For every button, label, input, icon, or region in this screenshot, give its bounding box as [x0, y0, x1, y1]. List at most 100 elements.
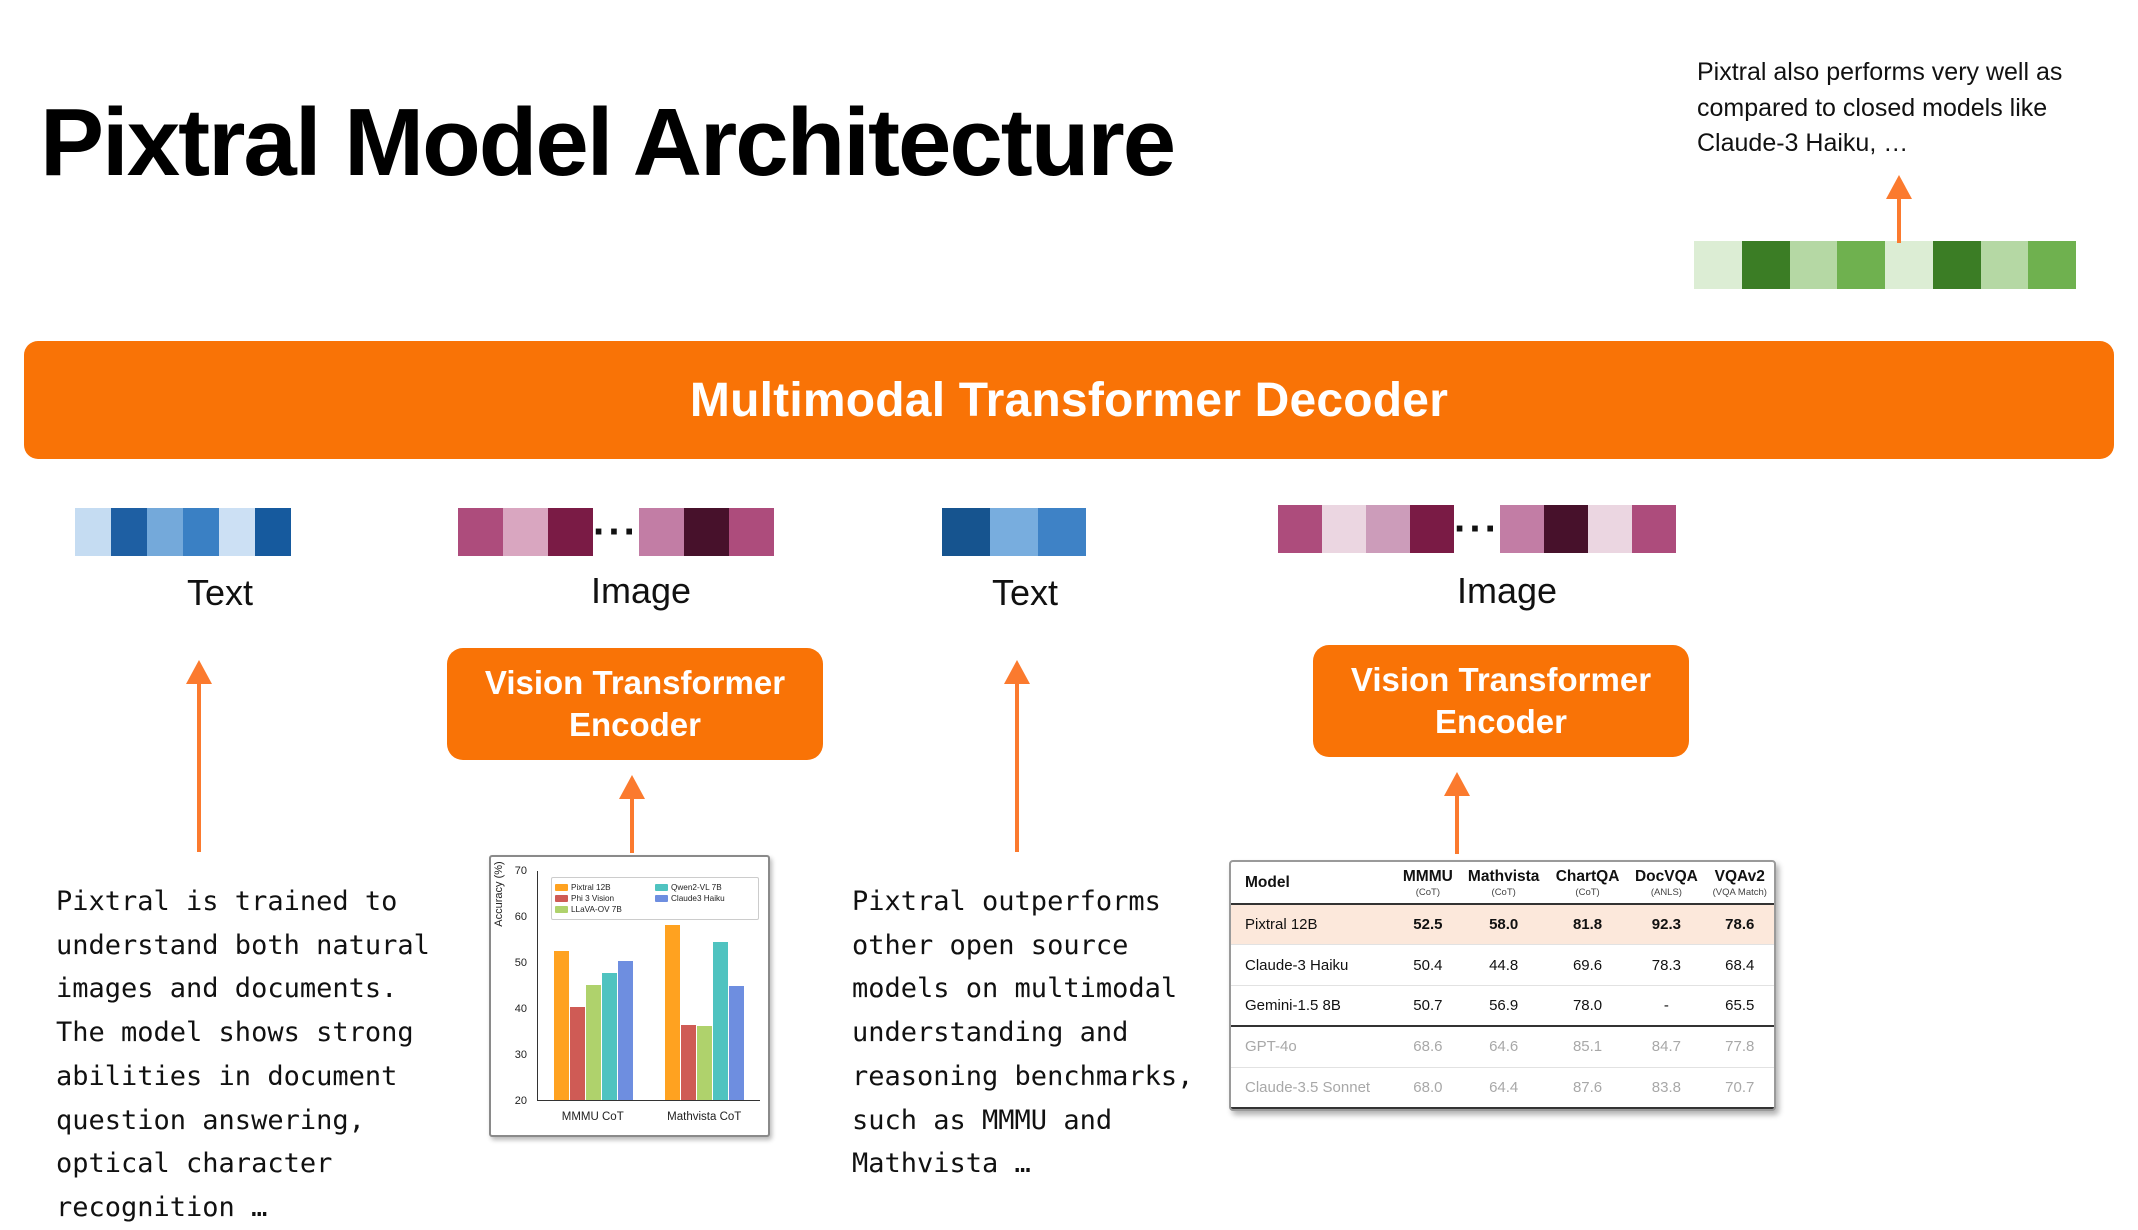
chart-y-tick-label: 60 — [514, 911, 527, 923]
token-cell — [183, 508, 219, 556]
table-column-subtitle: (VQA Match) — [1712, 887, 1767, 898]
token-cell — [548, 508, 593, 556]
token-cell — [75, 508, 111, 556]
chart-legend-swatch — [655, 895, 668, 902]
chart-legend-item: Phi 3 Vision — [555, 894, 655, 903]
table-cell-value: 64.6 — [1459, 1026, 1548, 1068]
table-cell-value: 77.8 — [1705, 1026, 1774, 1068]
table-cell-value: 78.6 — [1705, 904, 1774, 946]
chart-y-tick-label: 70 — [514, 865, 527, 877]
chart-y-tick-label: 20 — [514, 1095, 527, 1107]
chart-legend-label: Pixtral 12B — [571, 883, 611, 892]
green-token-cell — [1980, 241, 2029, 289]
table-column-title: Mathvista — [1467, 868, 1540, 885]
token-cell — [1632, 505, 1676, 553]
table-column-subtitle: (CoT) — [1575, 887, 1600, 898]
token-cell — [219, 508, 255, 556]
chart-legend-item: Claude3 Haiku — [655, 894, 755, 903]
table-column-header: VQAv2 (VQA Match) — [1705, 862, 1774, 905]
table-cell-value: 44.8 — [1459, 944, 1548, 986]
arrow-shaft — [1897, 195, 1901, 243]
table-cell-model: Gemini-1.5 8B — [1231, 985, 1397, 1028]
table-cell-value: 50.4 — [1396, 944, 1460, 986]
chart-bar — [697, 1025, 712, 1100]
encoder-label-2: Vision Transformer Encoder — [1350, 660, 1652, 740]
token-strip-image-2: ··· — [458, 508, 774, 556]
table-column-subtitle: (CoT) — [1491, 887, 1516, 898]
chart-bar — [729, 985, 744, 1100]
table-column-title: VQAv2 — [1714, 868, 1765, 885]
arrow-shaft — [630, 795, 634, 853]
chart-legend-item: Qwen2-VL 7B — [655, 883, 755, 892]
table-cell-model: GPT-4o — [1231, 1026, 1397, 1068]
arrow-chart-to-encoder — [618, 775, 646, 853]
token-cell — [1366, 505, 1410, 553]
green-token-strip — [1694, 241, 2076, 289]
vision-transformer-encoder-box-2[interactable]: Vision Transformer Encoder — [1313, 645, 1689, 757]
vision-transformer-encoder-box-1[interactable]: Vision Transformer Encoder — [447, 648, 823, 760]
token-cell — [503, 508, 548, 556]
token-cell — [639, 508, 684, 556]
chart-legend-swatch — [555, 895, 568, 902]
table-cell-value: - — [1627, 985, 1706, 1028]
modality-label-image-2: Image — [590, 570, 692, 611]
arrow-middle-caption-to-text — [1003, 660, 1031, 852]
chart-legend-item: LLaVA-OV 7B — [555, 905, 655, 914]
left-caption: Pixtral is trained to understand both na… — [56, 886, 430, 1224]
table-column-subtitle: (CoT) — [1415, 887, 1440, 898]
chart-bars — [538, 871, 760, 1100]
top-right-note: Pixtral also performs very well as compa… — [1697, 58, 2063, 157]
table-cell-value: 87.6 — [1547, 1067, 1628, 1109]
chart-y-tick-label: 40 — [514, 1003, 527, 1015]
multimodal-transformer-decoder-banner[interactable]: Multimodal Transformer Decoder — [24, 341, 2114, 459]
page-title: Pixtral Model Architecture — [40, 89, 1176, 196]
modality-label-text-1: Text — [186, 572, 254, 613]
table-column-header: MMMU(CoT) — [1396, 862, 1460, 905]
chart-y-tick-label: 50 — [514, 957, 527, 969]
token-cell — [1500, 505, 1544, 553]
token-cell — [111, 508, 147, 556]
table-cell-value: 70.7 — [1705, 1067, 1774, 1109]
token-cell — [255, 508, 291, 556]
arrow-table-to-encoder — [1443, 772, 1471, 854]
token-strip-image-4: ··· — [1278, 505, 1676, 553]
green-token-cell — [1694, 241, 1742, 289]
table-cell-value: 50.7 — [1396, 985, 1460, 1028]
chart-legend-label: LLaVA-OV 7B — [571, 905, 622, 914]
token-cell — [1038, 508, 1086, 556]
token-cell — [458, 508, 503, 556]
chart-legend-label: Qwen2-VL 7B — [671, 883, 722, 892]
arrow-green-to-note — [1885, 175, 1913, 243]
chart-bar — [665, 925, 680, 1100]
chart-x-tick-label: Mathvista CoT — [667, 1111, 742, 1123]
table-cell-value: 56.9 — [1459, 985, 1548, 1028]
token-cell — [684, 508, 729, 556]
slide-canvas: Pixtral Model Architecture Pixtral also … — [24, 58, 2114, 1224]
ellipsis-icon: ··· — [1454, 507, 1500, 551]
chart-plot-area — [537, 871, 760, 1101]
chart-legend-swatch — [555, 884, 568, 891]
table-column-header: Mathvista (CoT) — [1459, 862, 1548, 905]
arrow-shaft — [1455, 792, 1459, 854]
encoder-label-1: Vision Transformer Encoder — [484, 663, 786, 743]
arrow-shaft — [1015, 680, 1019, 852]
green-token-cell — [2028, 241, 2076, 289]
table-cell-value: 83.8 — [1627, 1067, 1706, 1109]
table-column-header: ChartQA(CoT) — [1547, 862, 1628, 905]
green-token-cell — [1837, 241, 1885, 289]
table-column-subtitle: (ANLS) — [1650, 887, 1682, 898]
chart-x-tick-label: MMMU CoT — [561, 1111, 624, 1123]
token-cell — [1322, 505, 1366, 553]
chart-bar — [570, 1007, 585, 1100]
token-strip-text-3 — [942, 508, 1086, 556]
